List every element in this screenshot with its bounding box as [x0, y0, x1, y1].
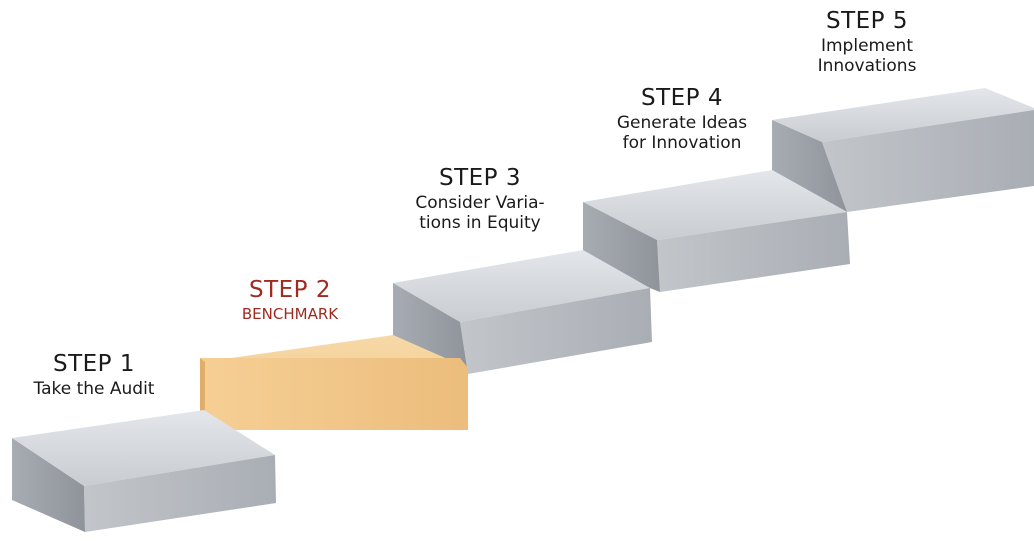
- step-5-title: STEP 5: [826, 8, 908, 34]
- step-4-desc-line-2: for Innovation: [622, 132, 742, 153]
- step-5-desc-line-2: Innovations: [817, 55, 917, 76]
- step-4-top: [583, 170, 847, 240]
- step-3-top: [393, 250, 650, 322]
- step-3-front: [460, 288, 652, 374]
- step-1-title: STEP 1: [53, 351, 135, 377]
- step-4-front: [657, 212, 850, 292]
- step-4-desc-line-1: Generate Ideas: [616, 112, 748, 133]
- step-4-label: STEP 4 Generate Ideas for Innovation: [592, 85, 772, 153]
- step-5-front: [822, 110, 1034, 212]
- step-1-side: [12, 438, 85, 532]
- step-4-title: STEP 4: [641, 85, 723, 111]
- step-2-title: STEP 2: [249, 277, 331, 303]
- step-1-top: [12, 410, 275, 486]
- step-3-label: STEP 3 Consider Varia- tions in Equity: [395, 165, 565, 233]
- step-5-desc-line-1: Implement: [820, 35, 913, 56]
- step-5-label: STEP 5 Implement Innovations: [782, 8, 952, 76]
- step-2-front: [200, 358, 468, 430]
- step-1-block: [12, 410, 276, 532]
- step-1-label: STEP 1 Take the Audit: [14, 351, 174, 399]
- step-5-block: [772, 88, 1034, 212]
- step-3-desc-line-2: tions in Equity: [419, 212, 541, 233]
- step-2-block: [200, 335, 468, 430]
- step-5-top: [772, 88, 1034, 142]
- step-2-label: STEP 2 BENCHMARK: [210, 277, 370, 323]
- step-1-front: [84, 455, 276, 532]
- step-2-desc: BENCHMARK: [241, 304, 339, 323]
- step-3-title: STEP 3: [439, 165, 521, 191]
- step-5-side: [772, 120, 847, 212]
- step-3-desc-line-1: Consider Varia-: [415, 192, 545, 213]
- step-1-desc: Take the Audit: [33, 378, 155, 399]
